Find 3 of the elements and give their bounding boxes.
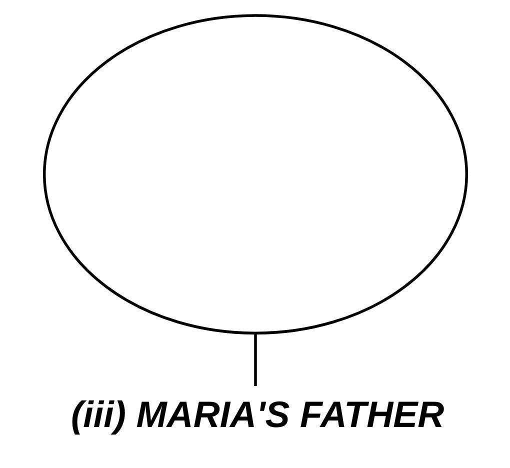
node-text: (iii) MARIA'S FATHER bbox=[70, 394, 444, 435]
node-ellipse bbox=[42, 14, 468, 335]
connector bbox=[254, 334, 256, 386]
